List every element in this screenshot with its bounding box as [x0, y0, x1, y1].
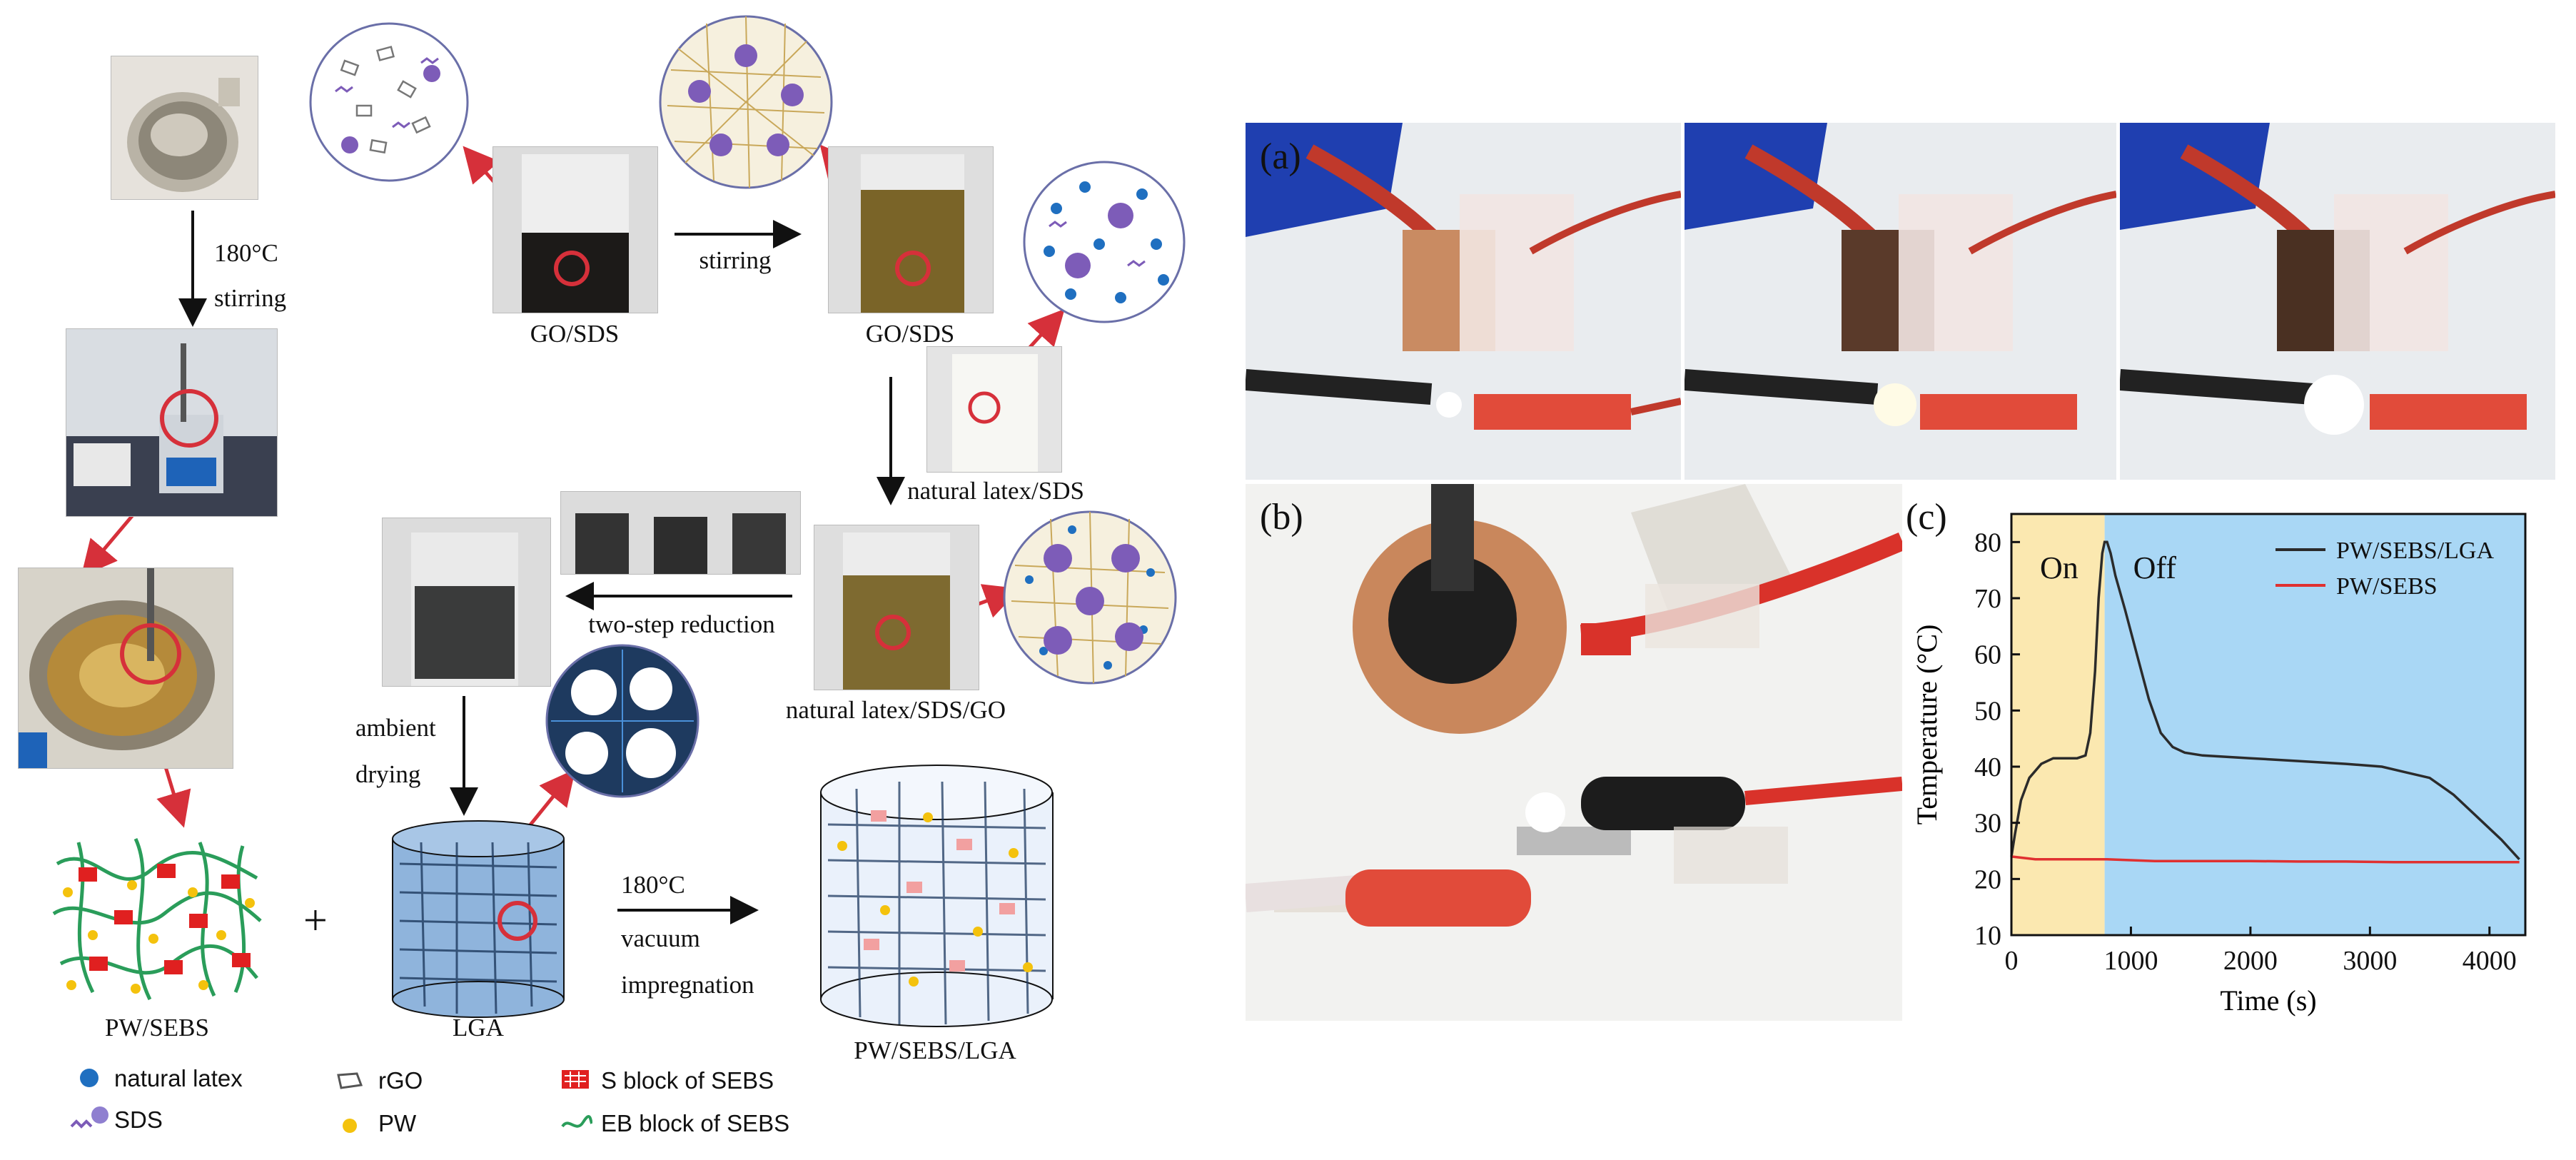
circle-go-sds-2 [659, 15, 833, 189]
vial-reduced-gel [382, 518, 551, 687]
melting-photo [18, 568, 233, 769]
label-pw-sebs: PW/SEBS [105, 1014, 209, 1042]
label-go-sds-1: GO/SDS [530, 320, 620, 348]
step-two-step-reduction: two-step reduction [588, 610, 775, 638]
x-tick-label: 3000 [2343, 946, 2397, 976]
pw-sebs-network [52, 837, 262, 1001]
panel-b-photo [1246, 484, 1902, 1021]
rgo-icon [337, 1072, 363, 1089]
s-block-icon [562, 1070, 589, 1089]
region-on [2011, 514, 2105, 935]
y-tick-label: 20 [1974, 864, 2001, 894]
step-stirring-2: stirring [699, 246, 772, 274]
lab-setup-photo [66, 328, 278, 517]
legend-eb-block: EB block of SEBS [601, 1110, 790, 1136]
eb-block-icon [561, 1115, 592, 1128]
y-tick-label: 50 [1974, 696, 2001, 726]
label-pw-sebs-lga: PW/SEBS/LGA [854, 1037, 1016, 1064]
vial-latex-sds-go [814, 525, 979, 690]
step-vacuum: vacuum [621, 924, 700, 952]
circle-lga [545, 644, 699, 798]
legend-pw: PW [378, 1110, 417, 1136]
label-natural-latex-sds-go: natural latex/SDS/GO [785, 696, 1006, 724]
y-tick-label: 40 [1974, 752, 2001, 782]
panel-c-label: (c) [1906, 497, 1947, 538]
x-tick-label: 4000 [2463, 946, 2517, 976]
y-tick-label: 30 [1974, 809, 2001, 839]
label-lga: LGA [453, 1014, 504, 1042]
legend-natural-latex: natural latex [114, 1065, 243, 1091]
pw-icon [343, 1119, 357, 1133]
y-tick-label: 60 [1974, 640, 2001, 670]
pw-sebs-lga-cylinder [820, 765, 1054, 1027]
three-vials-photo [560, 491, 801, 575]
panel-b-label: (b) [1260, 497, 1303, 538]
x-tick-label: 1000 [2103, 946, 2158, 976]
circle-latex-sds-go [1003, 510, 1177, 685]
label-natural-latex-sds: natural latex/SDS [907, 477, 1084, 505]
legend-label-1: PW/SEBS [2336, 573, 2438, 600]
step-drying: drying [355, 760, 421, 788]
panel-a-photo-1 [1246, 123, 1681, 480]
x-axis-label: Time (s) [2220, 984, 2316, 1017]
legend-sds: SDS [114, 1106, 163, 1133]
natural-latex-icon [80, 1069, 99, 1087]
legend-s-block: S block of SEBS [601, 1067, 774, 1094]
lga-cylinder [392, 820, 565, 1018]
circle-latex-sds [1023, 161, 1186, 323]
beaker-photo [111, 56, 258, 200]
step-stirring-1: stirring [214, 284, 287, 312]
step-ambient: ambient [355, 714, 436, 742]
legend-label-0: PW/SEBS/LGA [2336, 538, 2494, 564]
step-180c: 180°C [214, 239, 278, 267]
y-tick-label: 10 [1974, 921, 2001, 951]
y-axis-label: Temperature (°C) [1911, 625, 1943, 825]
vial-go-sds-2 [828, 146, 994, 313]
vial-go-sds-1 [493, 146, 658, 313]
sds-icon [70, 1106, 108, 1129]
legend-rgo: rGO [378, 1067, 423, 1094]
y-tick-label: 80 [1974, 528, 2001, 558]
series-line-0 [2010, 540, 2520, 860]
step-impregnation: impregnation [621, 971, 754, 999]
panel-a-photo-2 [1684, 123, 2116, 480]
step-180c-2: 180°C [621, 871, 685, 899]
region-label-on: On [2040, 550, 2079, 585]
plus-sign: + [303, 897, 328, 944]
x-tick-label: 2000 [2223, 946, 2278, 976]
vial-latex-sds [926, 346, 1062, 473]
panel-a-photo-3 [2120, 123, 2555, 480]
label-go-sds-2: GO/SDS [865, 320, 955, 348]
series-line-1 [2011, 855, 2520, 864]
x-tick-label: 0 [2005, 946, 2019, 976]
panel-a-label: (a) [1260, 136, 1301, 177]
region-label-off: Off [2133, 550, 2177, 585]
circle-go-sds-1 [309, 22, 469, 182]
schematic: 180°C stirring [0, 0, 1228, 1160]
y-tick-label: 70 [1974, 584, 2001, 614]
